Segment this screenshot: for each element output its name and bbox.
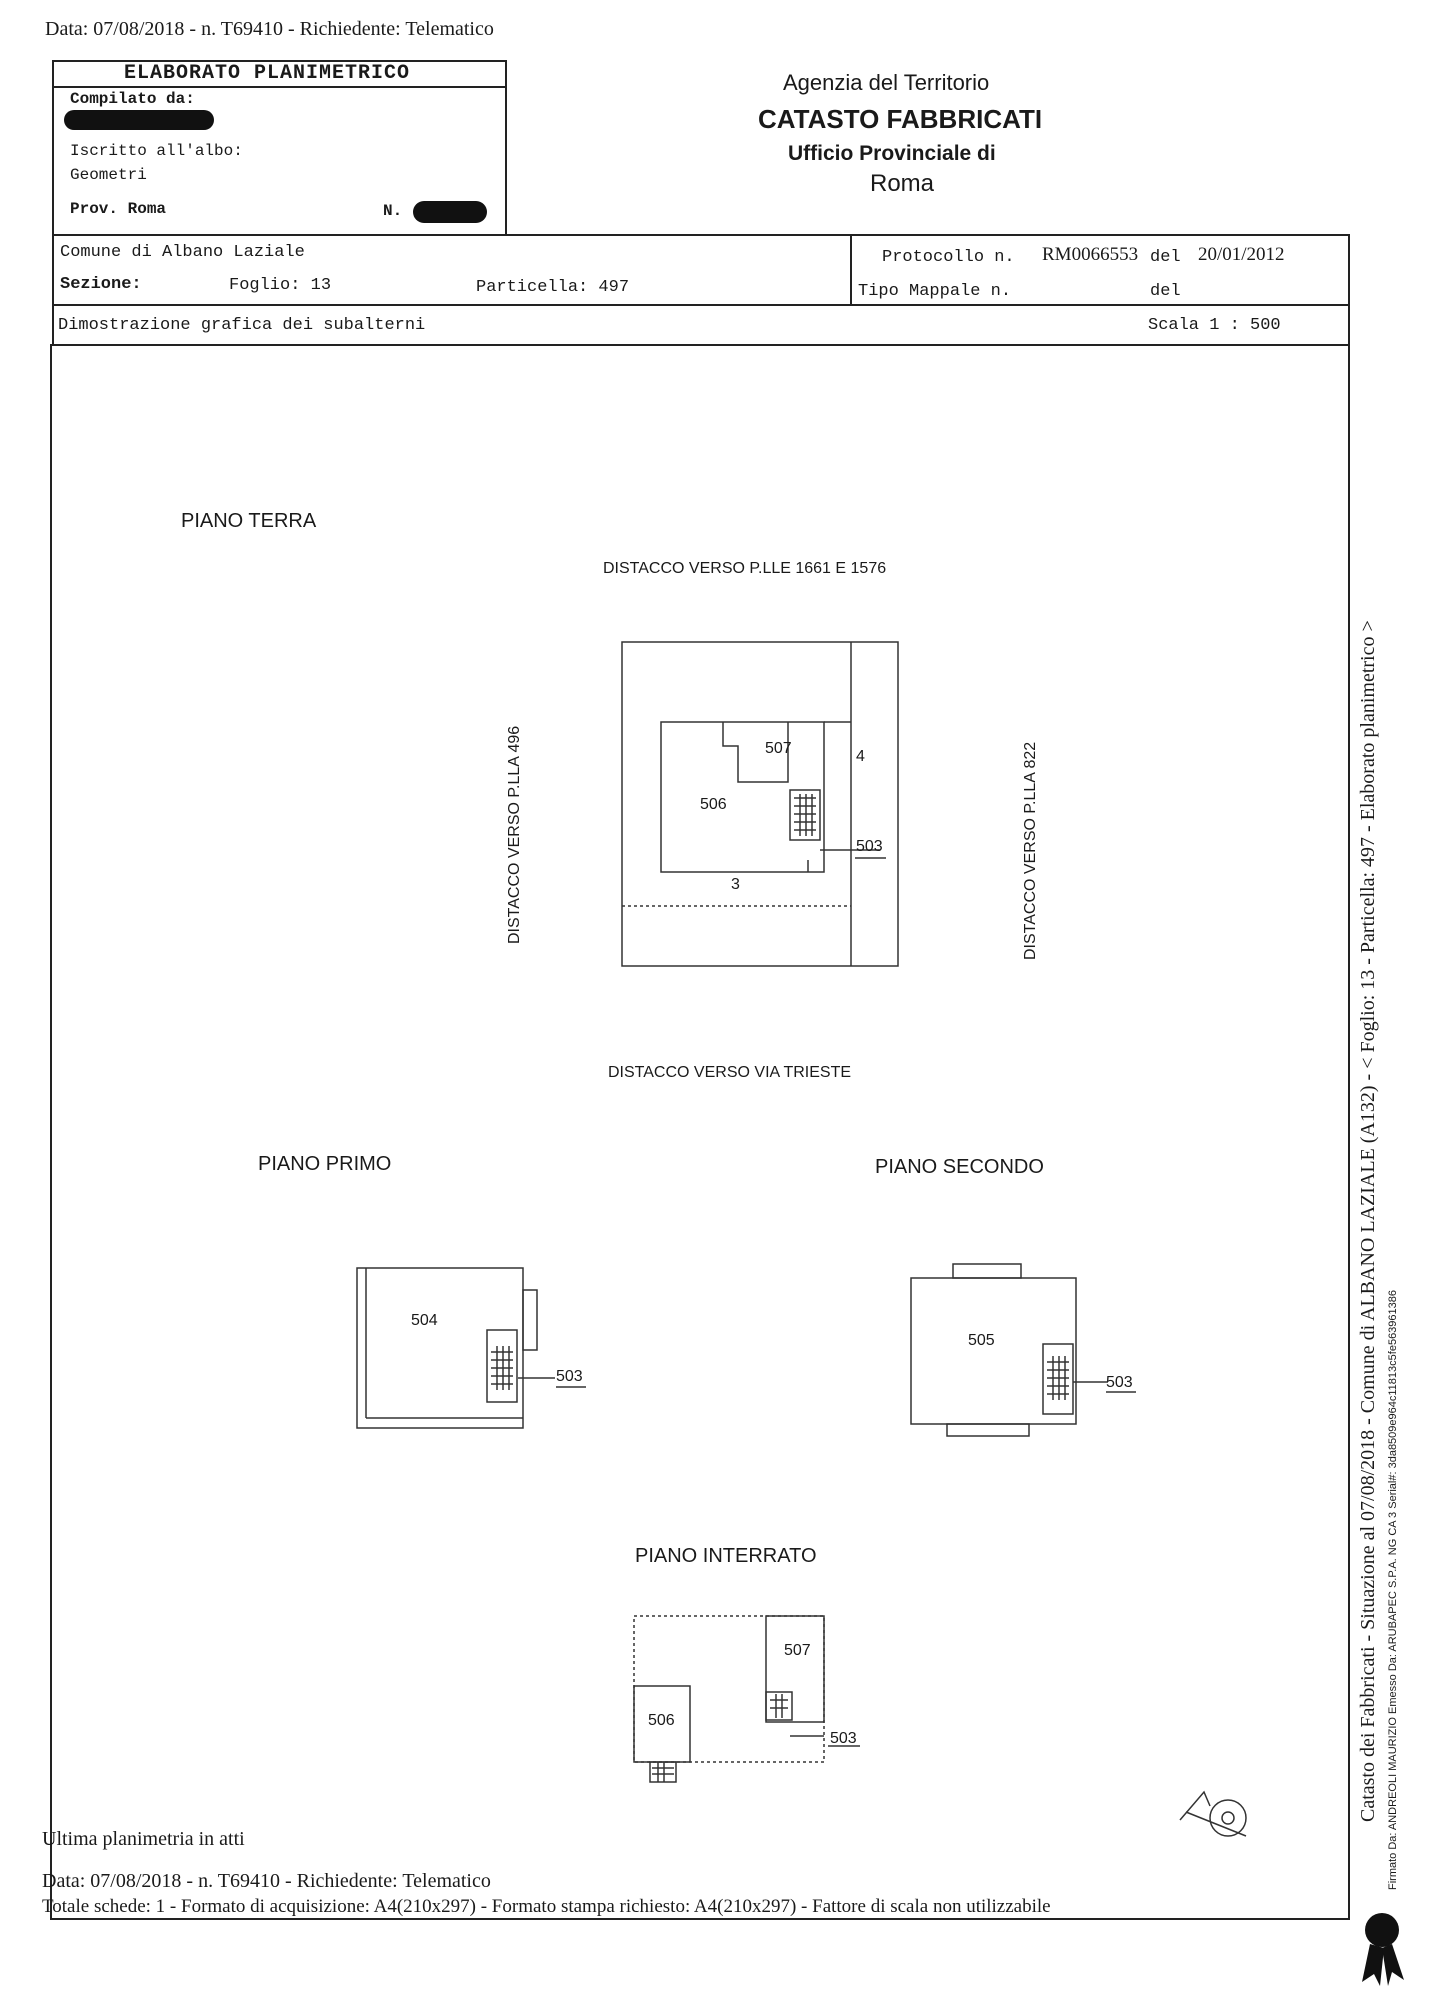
interrato-unit-503: 503 [830,1730,857,1747]
protocollo-value: RM0066553 [1042,244,1139,265]
distacco-top-label: DISTACCO VERSO P.LLE 1661 E 1576 [603,560,887,577]
terra-unit-506: 506 [700,796,727,813]
agenzia-line2: CATASTO FABBRICATI [758,104,1043,134]
agenzia-line1: Agenzia del Territorio [783,70,990,95]
comune-label: Comune di Albano Laziale [60,243,305,262]
redacted-number [413,201,487,223]
distacco-left-label: DISTACCO VERSO P.LLA 496 [506,725,523,944]
particella-label: Particella: 497 [476,278,630,297]
scala-label: Scala 1 : 500 [1148,316,1281,335]
prov-label: Prov. Roma [70,200,167,218]
redacted-name [64,110,214,130]
elaborato-title: ELABORATO PLANIMETRICO [124,62,411,85]
side-catasto-text: Catasto dei Fabbricati - Situazione al 0… [1357,620,1379,1822]
drawing-frame [50,344,1350,1920]
foglio-label: Foglio: 13 [229,276,332,295]
footer-totale-line: Totale schede: 1 - Formato di acquisizio… [42,1896,1051,1917]
iscritto-label: Iscritto all'albo: [70,142,243,160]
del-label-2: del [1150,282,1181,301]
primo-unit-503: 503 [556,1368,583,1385]
del-label-1: del [1150,248,1181,267]
terra-unit-3: 3 [731,876,740,893]
distacco-bottom-label: DISTACCO VERSO VIA TRIESTE [608,1064,852,1081]
ultima-planimetria: Ultima planimetria in atti [42,1828,245,1850]
footer-data-line: Data: 07/08/2018 - n. T69410 - Richieden… [42,1870,491,1892]
elaborato-divider [52,86,507,88]
interrato-unit-506: 506 [648,1712,675,1729]
piano-primo-label: PIANO PRIMO [258,1153,392,1175]
albo-value: Geometri [70,166,147,184]
info-vertical-divider [850,234,852,306]
terra-unit-4: 4 [856,748,865,765]
terra-unit-507: 507 [765,740,792,757]
agenzia-line3: Ufficio Provinciale di [788,142,996,165]
agenzia-line4: Roma [870,170,935,197]
piano-terra-label: PIANO TERRA [181,510,317,532]
piano-interrato-label: PIANO INTERRATO [635,1545,817,1567]
dimostrazione-box [52,304,1350,346]
tipo-mappale-label: Tipo Mappale n. [858,282,1012,301]
ribbon-seal-icon [1362,1913,1404,1986]
distacco-right-label: DISTACCO VERSO P.LLA 822 [1022,741,1039,960]
piano-secondo-label: PIANO SECONDO [875,1156,1044,1178]
terra-unit-503: 503 [856,838,883,855]
top-header-line: Data: 07/08/2018 - n. T69410 - Richieden… [45,18,494,40]
side-firmato-text: Firmato Da: ANDREOLI MAURIZIO Emesso Da:… [1387,1289,1399,1890]
compilato-label: Compilato da: [70,90,195,108]
protocollo-label: Protocollo n. [882,248,1015,267]
n-label: N. [383,202,403,220]
secondo-unit-505: 505 [968,1332,995,1349]
sezione-label: Sezione: [60,275,142,294]
secondo-unit-503: 503 [1106,1374,1133,1391]
primo-unit-504: 504 [411,1312,438,1329]
interrato-unit-507: 507 [784,1642,811,1659]
protocollo-date: 20/01/2012 [1198,244,1285,265]
dimostrazione-label: Dimostrazione grafica dei subalterni [58,316,426,335]
